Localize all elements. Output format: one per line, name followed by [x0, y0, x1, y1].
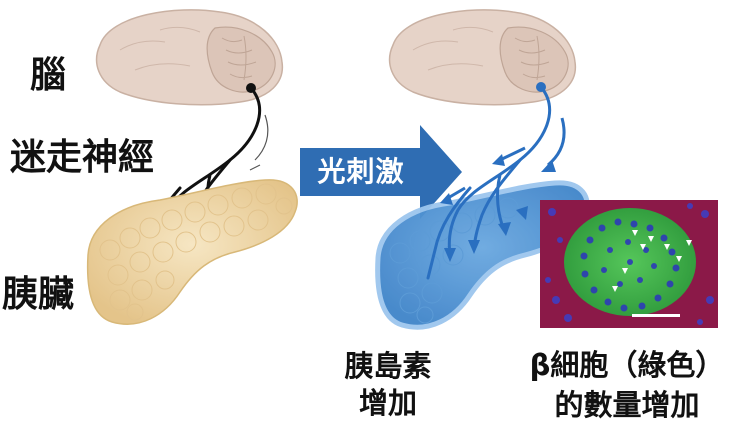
brain-right	[388, 9, 577, 106]
islet-microscopy-image	[540, 200, 718, 328]
signal-arrows-right	[440, 117, 566, 262]
pancreas-left	[86, 179, 298, 325]
insulin-label-line2: 增加	[358, 386, 417, 420]
insulin-label-line1: 胰島素	[344, 349, 432, 383]
insulin-increase-label: 胰島素 增加	[340, 348, 436, 422]
light-stimulation-label: 光刺激	[317, 155, 405, 188]
light-stimulation-arrow	[300, 125, 462, 219]
pancreas-label: 胰臟	[2, 274, 75, 315]
beta-cell-increase-label: β細胞（綠色） 的數量增加	[522, 345, 732, 425]
vagus-nerve-label: 迷走神經	[10, 137, 155, 178]
brain-left	[95, 9, 284, 106]
beta-label-line2: 的數量增加	[554, 388, 700, 422]
beta-label-line1: β細胞（綠色）	[529, 348, 725, 382]
brain-label: 腦	[30, 55, 67, 96]
